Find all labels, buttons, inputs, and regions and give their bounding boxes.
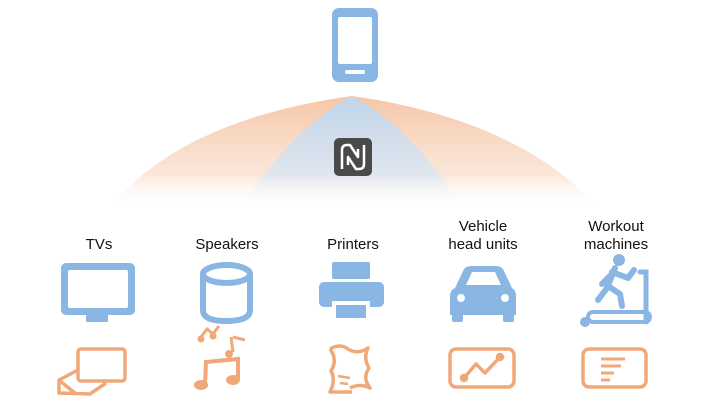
nfc-n-mark-icon	[334, 138, 372, 176]
smartphone-icon	[332, 8, 378, 82]
label-printers: Printers	[327, 236, 379, 253]
document-scroll-icon	[328, 344, 372, 394]
label-tvs: TVs	[85, 236, 113, 253]
music-notes-icon	[194, 325, 246, 390]
workout-data-icon	[581, 347, 648, 389]
label-speakers: Speakers	[195, 236, 259, 253]
car-icon	[450, 266, 516, 322]
label-vehicle-head-units: Vehicle head units	[448, 218, 518, 253]
label-workout-machines: Workout machines	[583, 218, 649, 253]
navigation-route-icon	[448, 347, 516, 389]
tv-icon	[61, 263, 135, 322]
treadmill-icon	[580, 254, 652, 327]
video-screens-icon	[57, 347, 127, 396]
printer-icon	[319, 262, 384, 318]
speaker-icon	[200, 262, 253, 325]
